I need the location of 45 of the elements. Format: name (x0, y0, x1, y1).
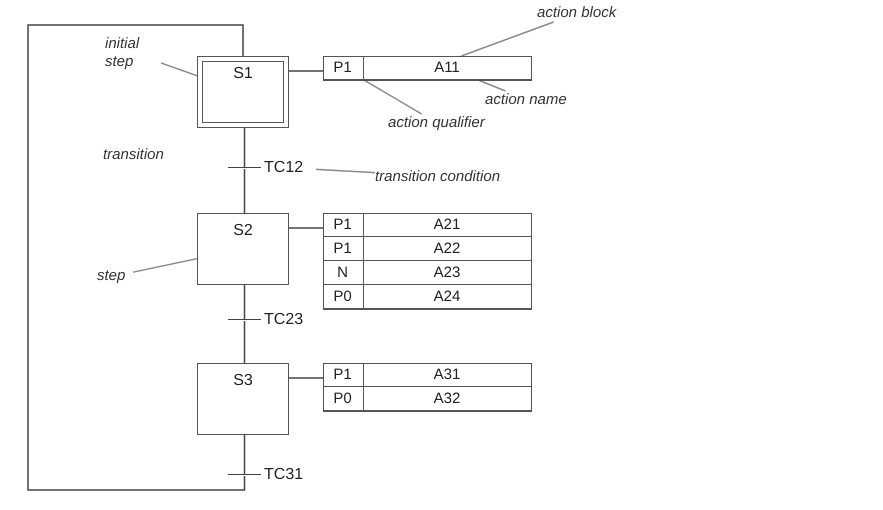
annotation-text: transition (103, 146, 165, 164)
step-box: S3 (197, 363, 289, 435)
action-cell: A21 (364, 212, 532, 236)
action-block (323, 56, 532, 81)
connector-line (289, 227, 323, 229)
action-cell: P0 (322, 284, 364, 308)
annotation-text: action block (537, 4, 619, 22)
leader-line (316, 168, 376, 174)
action-cell: A11 (364, 56, 532, 80)
action-block (323, 213, 532, 310)
annotation-text: initial step (105, 35, 161, 71)
action-cell: P0 (322, 386, 364, 410)
leader-line (478, 79, 506, 92)
annotation-text: transition condition (375, 168, 541, 186)
action-cell: P1 (322, 56, 364, 80)
connector-line (289, 70, 323, 72)
annotation-text: action name (485, 91, 571, 109)
transition-condition: TC31 (264, 466, 316, 484)
action-cell: A32 (364, 386, 532, 410)
annotation-text: step (97, 267, 133, 285)
connector-line (244, 285, 246, 319)
annotation-text: action qualifier (388, 114, 486, 132)
connector-line (27, 24, 246, 491)
action-cell: P1 (322, 212, 364, 236)
leader-line (461, 21, 554, 57)
action-cell: N (322, 260, 364, 284)
action-cell: A23 (364, 260, 532, 284)
connector-line (244, 169, 246, 213)
action-cell: P1 (322, 236, 364, 260)
connector-line (244, 321, 246, 363)
leader-line (160, 62, 198, 76)
step-box: S2 (197, 213, 289, 285)
action-cell: P1 (322, 362, 364, 386)
connector-line (244, 435, 246, 474)
transition-condition: TC23 (264, 311, 316, 329)
action-block (323, 363, 532, 412)
connector-line (244, 128, 246, 167)
leader-line (132, 258, 198, 273)
action-cell: A31 (364, 362, 532, 386)
connector-line (289, 377, 323, 379)
leader-line (364, 79, 422, 115)
action-cell: A22 (364, 236, 532, 260)
transition-condition: TC12 (264, 159, 316, 177)
initial-step-box: S1 (197, 56, 289, 128)
action-cell: A24 (364, 284, 532, 308)
